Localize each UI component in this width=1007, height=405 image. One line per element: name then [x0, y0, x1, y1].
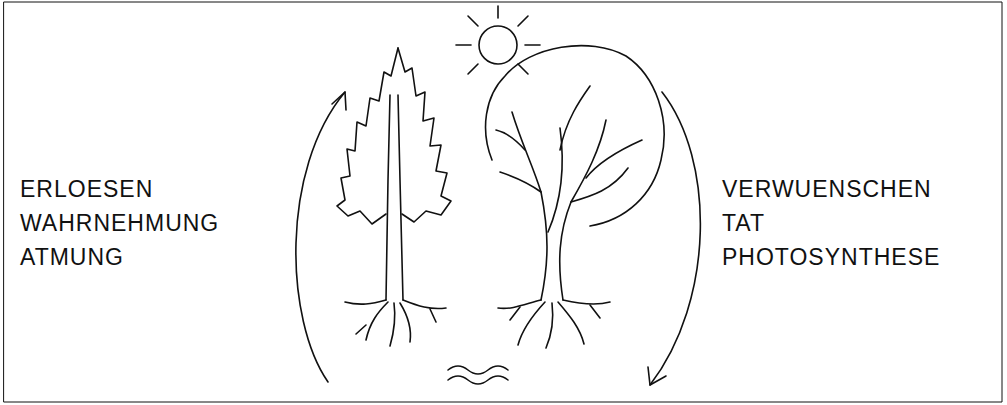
water-symbol — [448, 366, 508, 384]
diagram-label: WAHRNEHMUNG — [20, 210, 219, 236]
diagram-label: ATMUNG — [20, 244, 124, 270]
diagram-label: ERLOESEN — [20, 176, 153, 202]
frame — [4, 2, 1002, 402]
diagram-label: PHOTOSYNTHESE — [722, 244, 940, 270]
label-slot: VERWUENSCHEN — [722, 178, 932, 201]
diagram-label: VERWUENSCHEN — [722, 176, 932, 202]
label-slot: TAT — [722, 212, 765, 235]
label-slot: WAHRNEHMUNG — [20, 212, 219, 235]
cycle-arrow-down — [648, 92, 700, 385]
label-slot: PHOTOSYNTHESE — [722, 246, 940, 269]
label-slot: ERLOESEN — [20, 178, 153, 201]
label-slot: ATMUNG — [20, 246, 124, 269]
deciduous-tree — [486, 46, 665, 348]
diagram-label: TAT — [722, 210, 765, 236]
conifer-tree — [337, 48, 451, 346]
cycle-arrow-up — [296, 92, 346, 382]
sun — [456, 6, 540, 74]
